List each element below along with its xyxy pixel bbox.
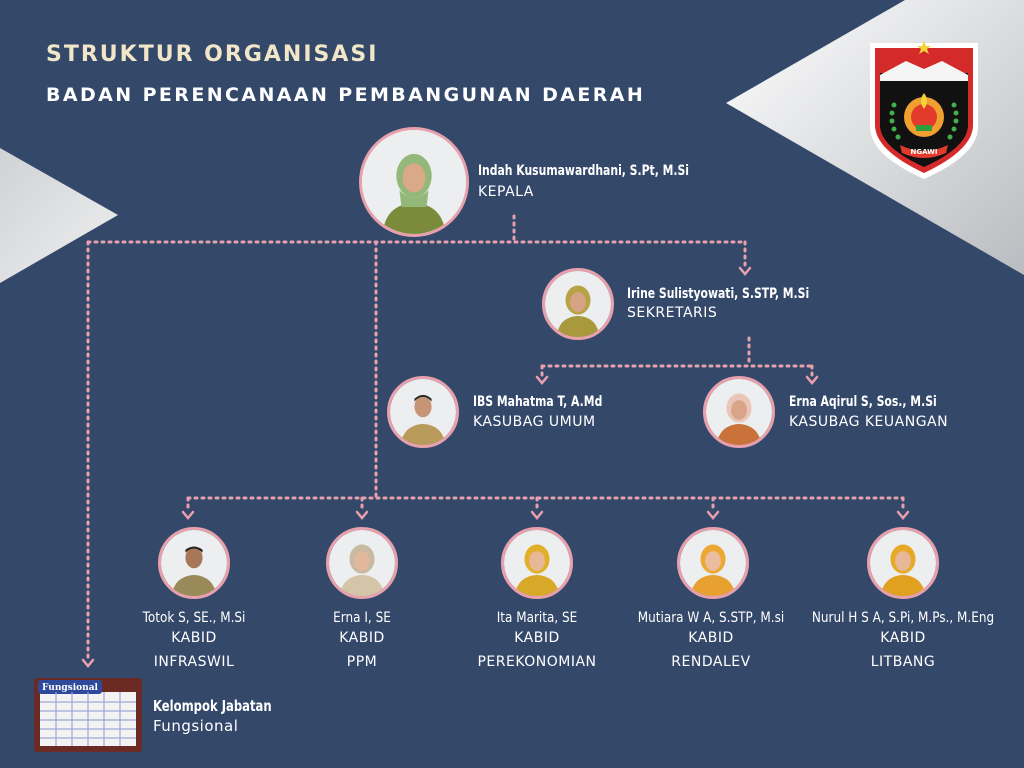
subsection-keuangan-photo (703, 376, 775, 448)
division-rendalev-unit: RENDALEV (671, 654, 751, 670)
head-role: KEPALA (478, 184, 534, 200)
subsection-umum-role: KASUBAG UMUM (473, 414, 596, 430)
division-rendalev-name: Mutiara W A, S.STP, M.si (637, 610, 785, 626)
page-title: STRUKTUR ORGANISASI (46, 42, 379, 67)
division-perekonomian-name: Ita Marita, SE (496, 610, 578, 626)
division-litbang-unit: LITBANG (870, 654, 936, 670)
subsection-umum-photo (387, 376, 459, 448)
division-perekonomian-photo (501, 527, 573, 599)
svg-text:Fungsional: Fungsional (42, 683, 98, 693)
division-perekonomian-unit: PEREKONOMIAN (477, 654, 597, 670)
division-infraswil-name: Totok S, SE., M.Si (142, 610, 246, 626)
division-ppm-role: KABID (339, 630, 385, 646)
left-triangle-decoration (0, 148, 118, 283)
division-ppm-photo (326, 527, 398, 599)
page-subtitle: BADAN PERENCANAAN PEMBANGUNAN DAERAH (46, 84, 646, 106)
secretary-name: Irine Sulistyowati, S.STP, M.Si (627, 286, 810, 302)
division-infraswil-unit: INFRASWIL (153, 654, 235, 670)
secretary-role: SEKRETARIS (627, 305, 718, 321)
division-infraswil-role: KABID (171, 630, 217, 646)
division-perekonomian-role: KABID (514, 630, 560, 646)
connector-lines (86, 214, 905, 662)
head-photo (359, 127, 469, 237)
subsection-umum-name: IBS Mahatma T, A.Md (473, 394, 603, 410)
ngawi-emblem-icon: NGAWI (866, 35, 982, 181)
division-litbang-photo (867, 527, 939, 599)
subsection-keuangan-name: Erna Aqirul S, Sos., M.Si (789, 394, 937, 410)
functional-title: Kelompok Jabatan (153, 697, 272, 715)
division-ppm-unit: PPM (346, 654, 378, 670)
division-litbang-role: KABID (880, 630, 926, 646)
secretary-photo (542, 268, 614, 340)
division-ppm-name: Erna I, SE (333, 610, 391, 626)
svg-text:NGAWI: NGAWI (910, 148, 937, 156)
division-infraswil-photo (158, 527, 230, 599)
calendar-icon: Fungsional (34, 676, 142, 752)
division-rendalev-photo (677, 527, 749, 599)
head-name: Indah Kusumawardhani, S.Pt, M.Si (478, 163, 690, 179)
division-rendalev-role: KABID (688, 630, 734, 646)
division-litbang-name: Nurul H S A, S.Pi, M.Ps., M.Eng (811, 610, 995, 626)
functional-subtitle: Fungsional (153, 717, 239, 735)
arrow-heads (81, 266, 910, 668)
subsection-keuangan-role: KASUBAG KEUANGAN (789, 414, 949, 430)
